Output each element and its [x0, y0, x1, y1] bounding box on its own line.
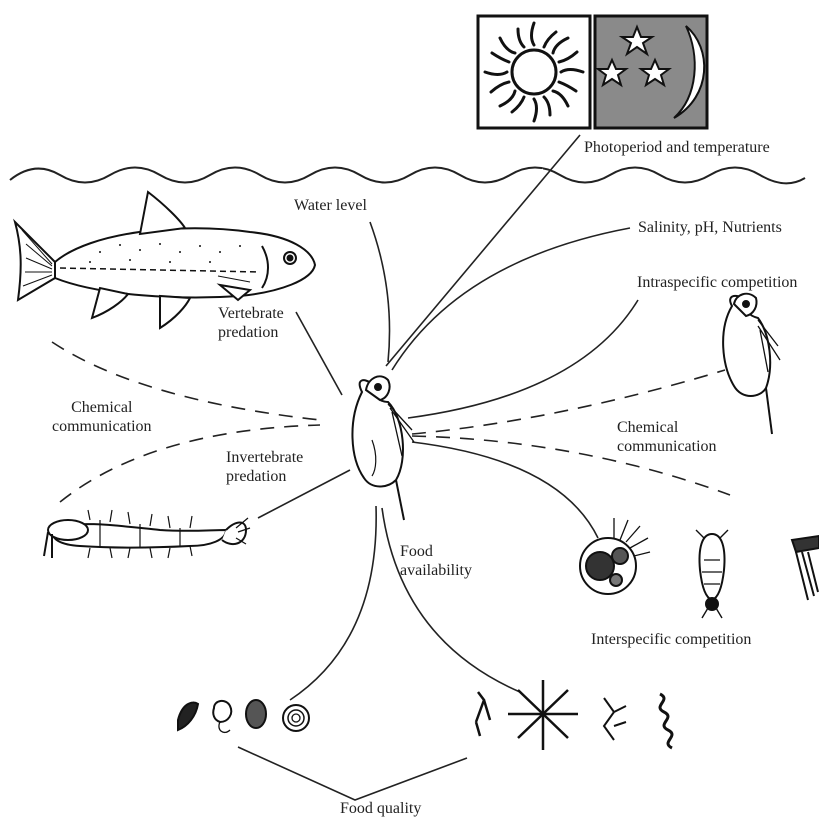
algae-icon: [178, 700, 309, 732]
label-salinity: Salinity, pH, Nutrients: [638, 218, 782, 237]
label-invertebrate-line1: Invertebrate: [226, 448, 303, 467]
label-chemical-left: Chemical communication: [52, 398, 152, 436]
label-food-avail-line2: availability: [400, 561, 472, 580]
water-surface: [10, 168, 805, 184]
filament-icon: [660, 694, 672, 748]
line-vertebrate: [296, 312, 342, 395]
food-quality-bracket: [238, 747, 467, 800]
line-intraspecific: [408, 300, 638, 418]
copepod-icon: [696, 530, 728, 618]
label-intraspecific: Intraspecific competition: [637, 273, 797, 292]
label-chem-right-line1: Chemical: [617, 418, 717, 437]
label-invertebrate-line2: predation: [226, 467, 303, 486]
label-food-quality: Food quality: [340, 799, 421, 818]
daphnia-icon: [352, 376, 414, 520]
rotifer-icon: [580, 518, 650, 594]
star-diatom-icon: [476, 680, 626, 750]
label-chem-left-line1: Chemical: [52, 398, 152, 417]
colonial-organism-icon: [792, 536, 819, 600]
sun-icon: [478, 16, 590, 128]
line-food-right: [382, 508, 520, 692]
label-vertebrate-line2: predation: [218, 323, 284, 342]
label-food-availability: Food availability: [400, 542, 472, 580]
line-interspecific: [412, 442, 598, 538]
label-invertebrate-predation: Invertebrate predation: [226, 448, 303, 486]
label-interspecific: Interspecific competition: [591, 630, 751, 649]
label-food-avail-line1: Food: [400, 542, 472, 561]
line-photoperiod: [386, 135, 580, 366]
label-chem-right-line2: communication: [617, 437, 717, 456]
label-chemical-right: Chemical communication: [617, 418, 717, 456]
label-water-level: Water level: [294, 196, 367, 215]
line-food-left: [290, 506, 376, 700]
label-photoperiod: Photoperiod and temperature: [584, 138, 770, 157]
moon-stars-icon: [595, 16, 707, 128]
daphnia-icon-right: [723, 294, 780, 434]
label-chem-left-line2: communication: [52, 417, 152, 436]
insect-larva-icon: [44, 510, 250, 558]
line-water-level: [370, 222, 390, 362]
label-vertebrate-predation: Vertebrate predation: [218, 304, 284, 342]
label-vertebrate-line1: Vertebrate: [218, 304, 284, 323]
